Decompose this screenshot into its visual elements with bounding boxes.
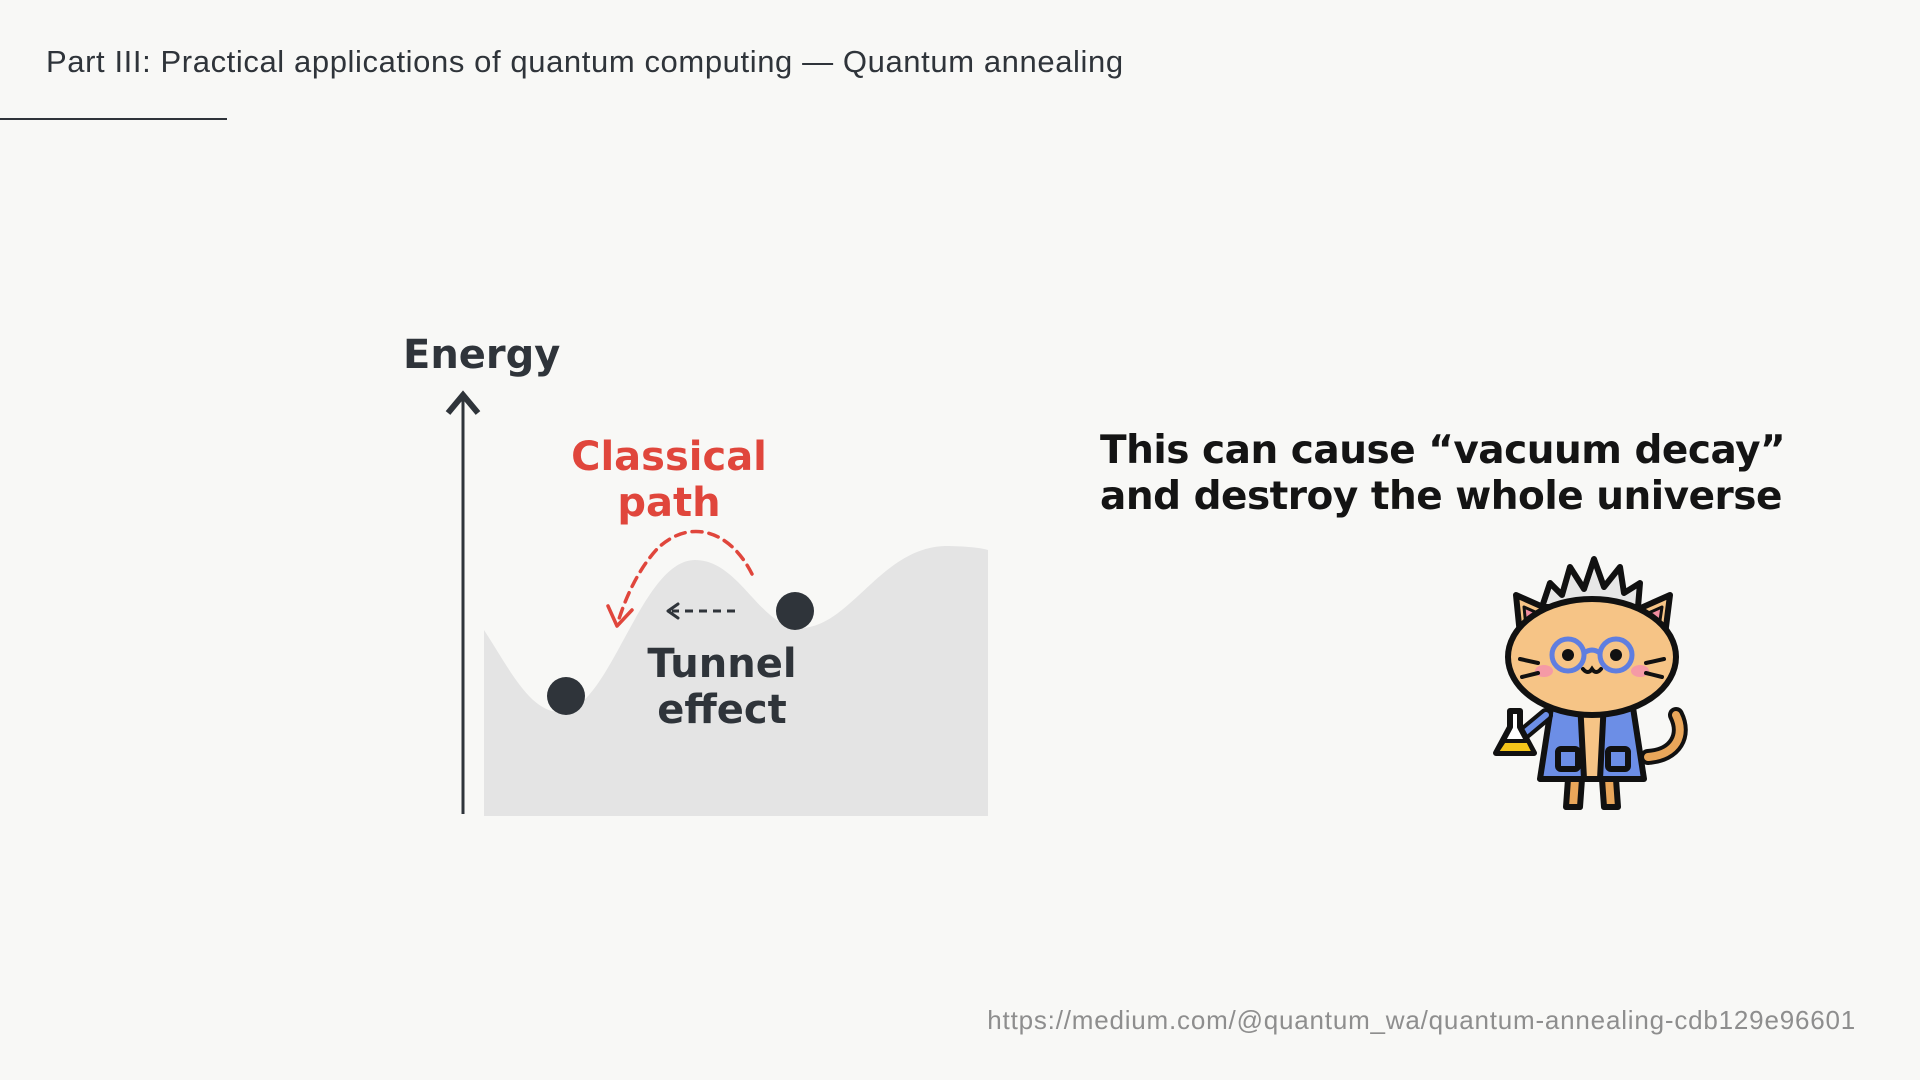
scientist-cat-icon xyxy=(1493,556,1688,810)
tunnel-label-line2: effect xyxy=(657,687,787,733)
caption-line1: This can cause “vacuum decay” xyxy=(1100,428,1786,473)
energy-landscape xyxy=(484,546,988,816)
tunnel-label-line1: Tunnel xyxy=(647,641,796,687)
energy-axis-label: Energy xyxy=(403,332,560,378)
title-underline xyxy=(0,118,227,120)
page-title: Part III: Practical applications of quan… xyxy=(46,44,1124,79)
classical-label-line1: Classical xyxy=(571,434,767,480)
source-url: https://medium.com/@quantum_wa/quantum-a… xyxy=(987,1005,1856,1035)
ball-global-minimum xyxy=(547,677,585,715)
ball-local-minimum xyxy=(776,592,814,630)
classical-label-line2: path xyxy=(617,480,720,526)
classical-path-arrow xyxy=(616,529,754,624)
tunnel-arrowhead xyxy=(666,602,680,620)
vacuum-decay-caption: This can cause “vacuum decay” and destro… xyxy=(1100,428,1786,520)
classical-path-arrowhead xyxy=(606,604,634,628)
caption-line2: and destroy the whole universe xyxy=(1100,474,1782,519)
